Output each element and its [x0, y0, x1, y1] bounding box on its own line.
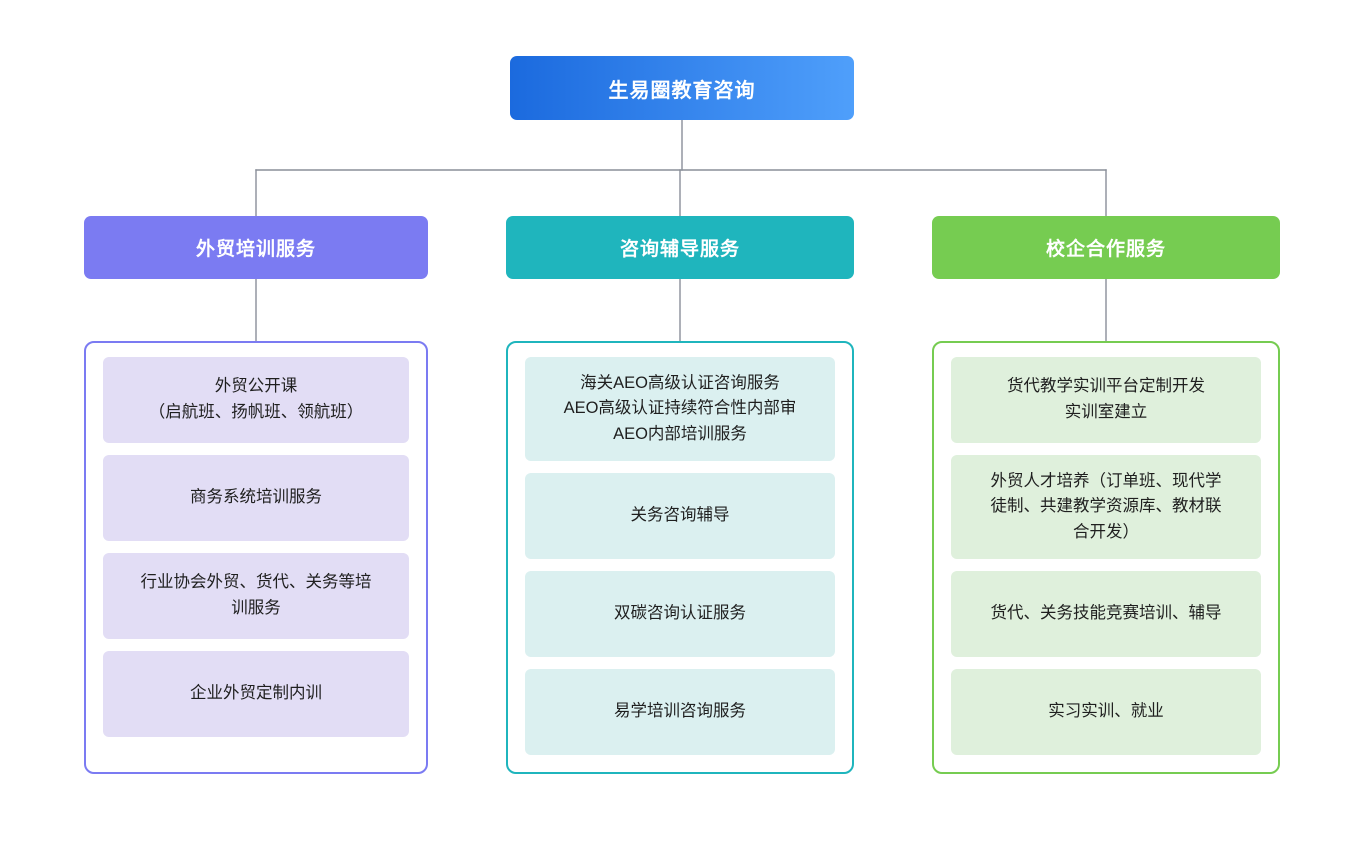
root-node[interactable]: 生易圈教育咨询 [510, 56, 854, 120]
category-header-foreign-trade-training[interactable]: 外贸培训服务 [84, 216, 428, 279]
list-item[interactable]: 企业外贸定制内训 [103, 651, 409, 737]
category-header-label: 校企合作服务 [1045, 239, 1166, 260]
list-item[interactable]: 商务系统培训服务 [103, 455, 409, 541]
list-item[interactable]: 双碳咨询认证服务 [525, 571, 835, 657]
category-header-label: 外贸培训服务 [195, 239, 316, 260]
category-header-label: 咨询辅导服务 [619, 239, 740, 260]
root-node-label: 生易圈教育咨询 [608, 79, 756, 102]
category-header-consulting-tutoring[interactable]: 咨询辅导服务 [506, 216, 854, 279]
list-item[interactable]: 行业协会外贸、货代、关务等培 训服务 [103, 553, 409, 639]
category-container-consulting-tutoring: 海关AEO高级认证咨询服务 AEO高级认证持续符合性内部审 AEO内部培训服务 … [506, 341, 854, 774]
list-item[interactable]: 海关AEO高级认证咨询服务 AEO高级认证持续符合性内部审 AEO内部培训服务 [525, 357, 835, 461]
list-item[interactable]: 货代教学实训平台定制开发 实训室建立 [951, 357, 1261, 443]
category-header-school-enterprise-cooperation[interactable]: 校企合作服务 [932, 216, 1280, 279]
list-item[interactable]: 实习实训、就业 [951, 669, 1261, 755]
list-item[interactable]: 易学培训咨询服务 [525, 669, 835, 755]
list-item[interactable]: 外贸公开课 （启航班、扬帆班、领航班） [103, 357, 409, 443]
category-container-school-enterprise-cooperation: 货代教学实训平台定制开发 实训室建立 外贸人才培养（订单班、现代学 徒制、共建教… [932, 341, 1280, 774]
list-item[interactable]: 关务咨询辅导 [525, 473, 835, 559]
list-item[interactable]: 外贸人才培养（订单班、现代学 徒制、共建教学资源库、教材联 合开发） [951, 455, 1261, 559]
list-item[interactable]: 货代、关务技能竞赛培训、辅导 [951, 571, 1261, 657]
category-container-foreign-trade-training: 外贸公开课 （启航班、扬帆班、领航班） 商务系统培训服务 行业协会外贸、货代、关… [84, 341, 428, 774]
